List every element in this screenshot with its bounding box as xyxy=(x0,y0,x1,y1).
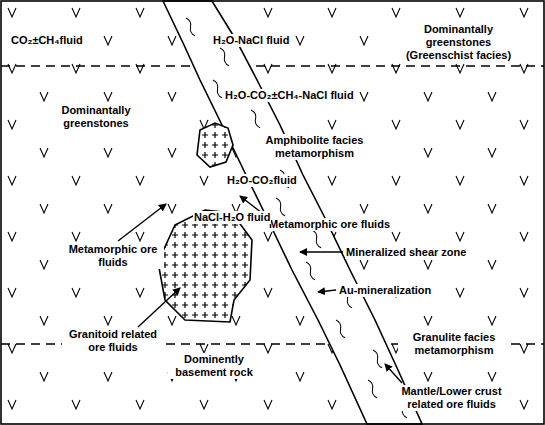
basement-granitoid xyxy=(158,210,252,322)
text-label: Granitoid related ore fluids xyxy=(62,328,164,354)
text-label: CO₂±CH₄fluid xyxy=(10,34,84,47)
text-label: H₂O-NaCl fluid xyxy=(212,34,290,47)
text-label: Dominantally greenstones xyxy=(45,104,147,130)
facies-boundary xyxy=(1,65,544,67)
text-label: NaCl-H₂O fluid xyxy=(193,211,271,224)
text-label: Granulite facies metamorphism xyxy=(398,331,510,357)
text-label: Metamorphic ore fluids xyxy=(62,243,164,269)
text-label: Au-mineralization xyxy=(338,284,432,297)
granitoid-pattern xyxy=(158,210,252,322)
shear-zone xyxy=(163,1,422,424)
text-label: H₂O-CO₂fluid xyxy=(226,174,298,187)
text-label: Dominantally greenstones (Greenschist fa… xyxy=(390,23,527,62)
granitoid-body xyxy=(197,123,233,167)
granitoid-pattern xyxy=(197,123,233,167)
text-label: H₂O-CO₂±CH₄-NaCl fluid xyxy=(224,89,355,102)
text-label: Amphibolite facies metamorphism xyxy=(256,134,373,160)
text-label: Dominently basement rock xyxy=(168,353,260,379)
text-label: Metamorphic ore fluids xyxy=(268,218,391,231)
text-label: Mantle/Lower crust related ore fluids xyxy=(393,385,510,411)
text-label: Mineralized shear zone xyxy=(345,246,467,259)
